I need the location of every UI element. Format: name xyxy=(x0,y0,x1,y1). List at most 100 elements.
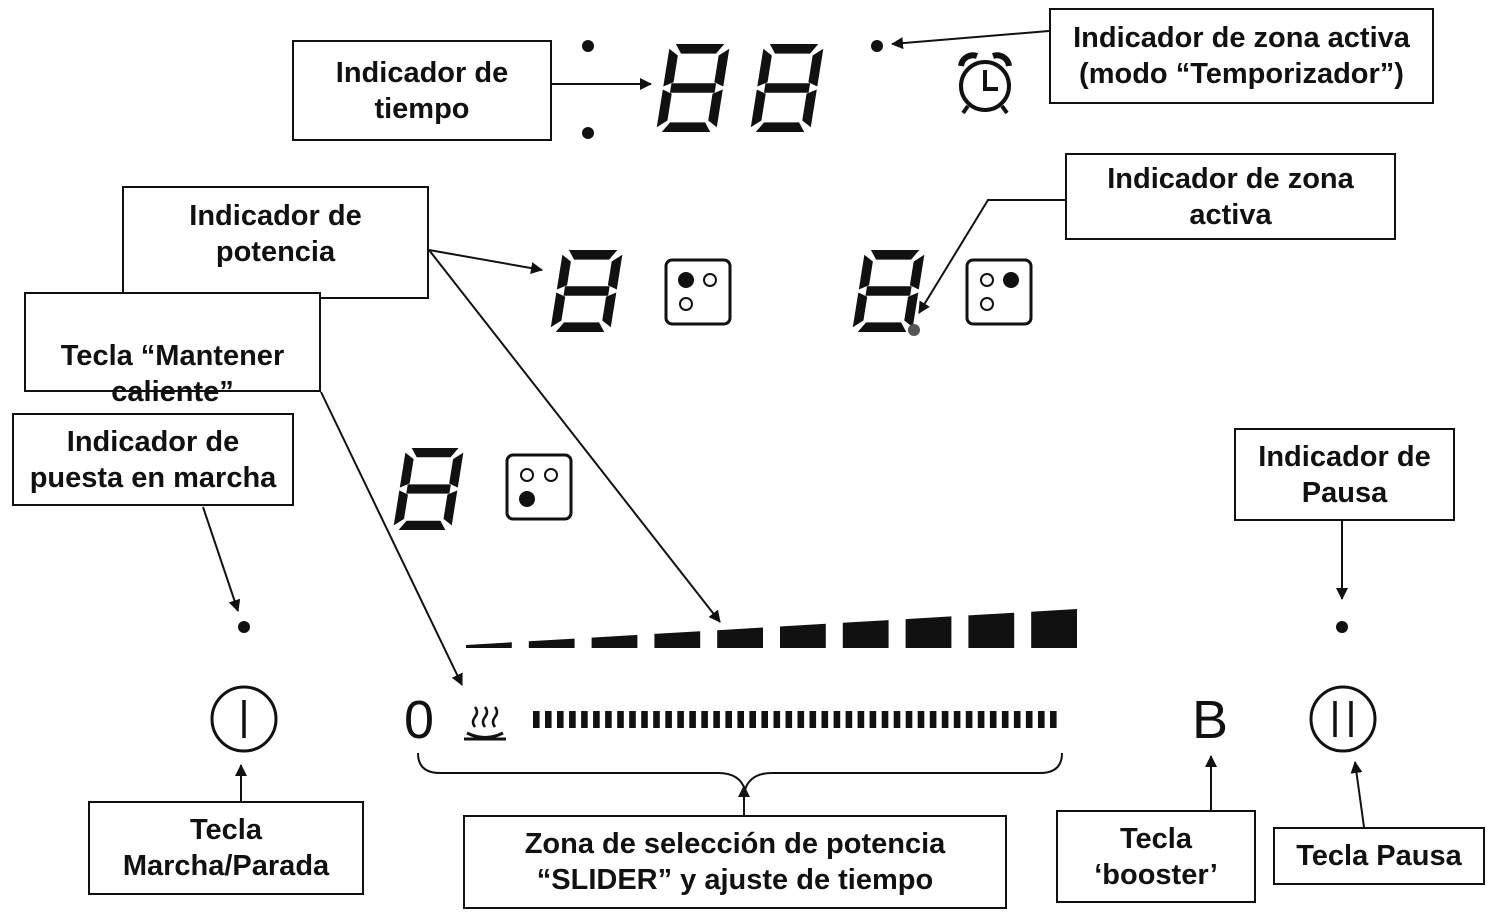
segment xyxy=(802,89,817,128)
slider-tick[interactable] xyxy=(905,711,913,728)
slider-tick[interactable] xyxy=(1013,711,1021,728)
label-line: Indicador de zona xyxy=(1107,162,1354,195)
label-booster-key: Tecla ‘booster’ xyxy=(1056,810,1256,903)
slider-tick[interactable] xyxy=(593,711,600,728)
slider-tick[interactable] xyxy=(641,711,648,728)
slider-tick[interactable] xyxy=(1001,711,1009,728)
timer-colon-dot-top xyxy=(582,40,594,52)
slider-tick[interactable] xyxy=(713,711,720,728)
label-line: Indicador de xyxy=(66,425,240,458)
slider-tick[interactable] xyxy=(653,711,660,728)
slider-tick[interactable] xyxy=(749,711,756,728)
slider-tick[interactable] xyxy=(725,711,732,728)
segment xyxy=(556,254,571,290)
slider-tick[interactable] xyxy=(617,711,624,728)
label-pause-indicator: Indicador de Pausa xyxy=(1234,428,1455,521)
slider-tick[interactable] xyxy=(989,711,997,728)
slider-tick[interactable] xyxy=(533,711,540,728)
label-line: Pausa xyxy=(1301,476,1388,509)
slider-tick[interactable] xyxy=(797,711,805,728)
slider-tick[interactable] xyxy=(569,711,576,728)
segment xyxy=(675,44,725,54)
label-line: Zona de selección de potencia xyxy=(524,828,946,860)
slider-tick[interactable] xyxy=(1038,711,1045,728)
burner xyxy=(520,468,534,482)
slider-tick[interactable] xyxy=(785,711,793,728)
slider-tick[interactable] xyxy=(773,711,781,728)
arrow-pause-key xyxy=(1350,761,1365,828)
slider-tick[interactable] xyxy=(917,711,925,728)
slider-tick[interactable] xyxy=(665,711,672,728)
segment xyxy=(555,322,605,332)
slider-tick[interactable] xyxy=(1050,711,1057,728)
booster-key[interactable]: B xyxy=(1192,690,1229,750)
segment xyxy=(669,83,717,93)
slider-tick[interactable] xyxy=(869,711,877,728)
timer-digit-units xyxy=(750,44,824,132)
zone-frame xyxy=(505,453,573,521)
slider-brace xyxy=(417,752,1063,794)
segment xyxy=(865,286,912,296)
segment xyxy=(411,448,459,458)
slider-tick[interactable] xyxy=(857,711,865,728)
label-line: Marcha/Parada xyxy=(122,850,330,882)
slider-tick[interactable] xyxy=(557,711,564,728)
segment xyxy=(663,48,678,87)
slider-tick[interactable] xyxy=(893,711,901,728)
keep-warm-steam-icon[interactable] xyxy=(464,706,506,741)
label-line: Tecla xyxy=(189,814,262,846)
segment xyxy=(563,286,610,296)
slider-tick[interactable] xyxy=(701,711,708,728)
power-level-bar xyxy=(1031,609,1077,648)
segment xyxy=(443,490,458,526)
power-on-indicator-dot xyxy=(238,621,250,633)
slider-tick[interactable] xyxy=(965,711,973,728)
slider-tick[interactable] xyxy=(941,711,949,728)
segment xyxy=(904,292,919,328)
slider-tick[interactable] xyxy=(545,711,552,728)
burner xyxy=(980,297,994,311)
segment xyxy=(870,250,920,260)
slider-tick[interactable] xyxy=(689,711,696,728)
power-on-icon[interactable] xyxy=(210,685,278,753)
segment xyxy=(857,322,907,332)
slider-tick[interactable] xyxy=(605,711,612,728)
burner xyxy=(679,297,693,311)
segment xyxy=(399,452,414,488)
slider-tick[interactable] xyxy=(821,711,829,728)
segment xyxy=(656,89,672,128)
slider-tick[interactable] xyxy=(833,711,841,728)
slider-tick[interactable] xyxy=(629,711,636,728)
slider-tick[interactable] xyxy=(737,711,744,728)
power-level-bar xyxy=(528,638,575,648)
label-line: puesta en marcha xyxy=(29,461,277,494)
power-level-bar xyxy=(842,620,889,648)
arrow-active-zone xyxy=(918,199,1065,314)
power-level-bar xyxy=(780,623,826,648)
label-time-indicator: Indicador de tiempo xyxy=(292,40,552,141)
label-line: Tecla xyxy=(1119,822,1192,855)
slider-tick[interactable] xyxy=(929,711,937,728)
label-line: caliente” xyxy=(111,376,234,408)
power-level-bar xyxy=(905,616,952,648)
burner xyxy=(678,272,694,288)
timer-colon-dot-bottom xyxy=(582,127,594,139)
slider-tick[interactable] xyxy=(953,711,961,728)
slider-tick[interactable] xyxy=(761,711,768,728)
segment xyxy=(909,254,925,290)
slider-tick[interactable] xyxy=(809,711,817,728)
label-power-on-indicator: Indicador de puesta en marcha xyxy=(12,413,294,506)
slider-tick[interactable] xyxy=(1025,711,1033,728)
slider-tick[interactable] xyxy=(845,711,853,728)
zero-key[interactable]: 0 xyxy=(404,690,435,750)
cooktop-zone-top-right-icon xyxy=(965,258,1033,326)
slider-tick[interactable] xyxy=(977,711,985,728)
power-digit-zone-1 xyxy=(550,250,623,332)
label-line: Indicador de xyxy=(189,200,362,232)
burner xyxy=(1003,272,1019,288)
pause-icon[interactable] xyxy=(1309,685,1377,753)
slider-tick[interactable] xyxy=(677,711,684,728)
slider-tick[interactable] xyxy=(581,711,588,728)
label-line: Tecla Pausa xyxy=(1296,840,1462,872)
slider-tick[interactable] xyxy=(881,711,889,728)
